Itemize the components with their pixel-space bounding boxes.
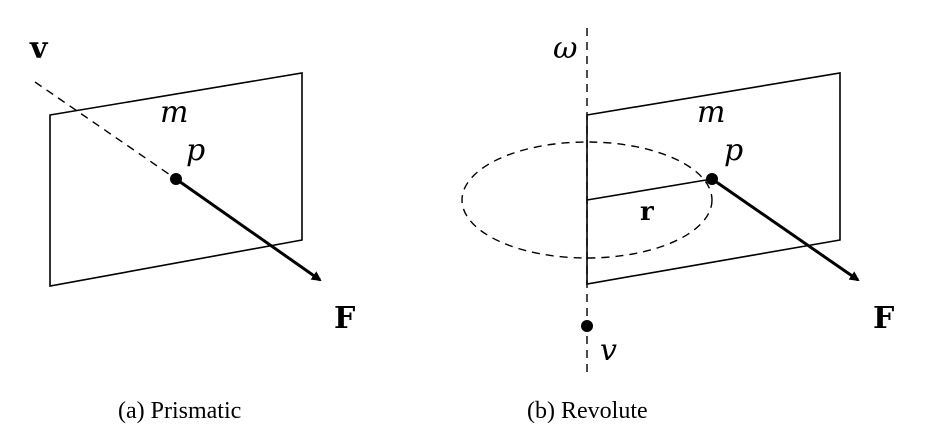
prismatic-axis-label: v: [29, 31, 49, 66]
prismatic-point-label: p: [186, 133, 205, 168]
revolute-point-label: p: [724, 133, 743, 168]
revolute-radius-line: [586, 178, 713, 201]
revolute-rotation-path: [461, 141, 713, 259]
revolute-radius-label: r: [640, 197, 654, 227]
prismatic-plane: [49, 72, 303, 287]
revolute-panel: ω m p r F v (b) Revolute: [461, 28, 894, 424]
revolute-mass-label: m: [697, 95, 725, 130]
revolute-pivot-label: v: [600, 333, 617, 368]
prismatic-force-arrow: [175, 177, 322, 282]
revolute-plane: [586, 72, 841, 285]
revolute-caption: (b) Revolute: [527, 398, 648, 424]
prismatic-axis-line: [34, 81, 177, 180]
prismatic-force-label: F: [334, 301, 355, 336]
revolute-force-arrow: [711, 177, 860, 282]
prismatic-panel: v m p F (a) Prismatic: [29, 31, 355, 424]
revolute-pivot-point: [581, 320, 593, 332]
revolute-force-label: F: [873, 301, 894, 336]
prismatic-caption: (a) Prismatic: [118, 398, 241, 424]
revolute-axis-label: ω: [553, 31, 577, 66]
prismatic-mass-label: m: [160, 95, 188, 130]
